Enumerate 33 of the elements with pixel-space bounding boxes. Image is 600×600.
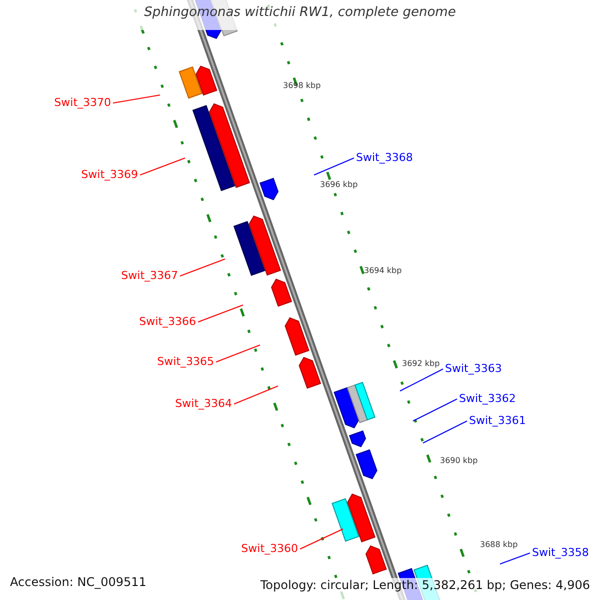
leader-line [300, 528, 344, 550]
gene-label: Swit_3361 [469, 415, 526, 426]
leader-line [422, 420, 468, 444]
scale-label: 3698 kbp [283, 82, 321, 90]
leader-line [412, 398, 458, 422]
genome-summary: Topology: circular; Length: 5,382,261 bp; Genes: 4,906 [260, 579, 590, 591]
scale-label: 3692 kbp [402, 360, 440, 368]
gene-label: Swit_3365 [157, 356, 214, 367]
gene-label: Swit_3364 [175, 398, 232, 409]
leader-line [140, 158, 186, 176]
leader-line [180, 258, 226, 276]
scale-label: 3690 kbp [440, 457, 478, 465]
gene-label: Swit_3368 [356, 152, 413, 163]
leader-line [500, 552, 530, 564]
scale-label: 3696 kbp [320, 181, 358, 189]
gene-label: Swit_3367 [121, 270, 178, 281]
leader-line [112, 94, 160, 104]
gene-label: Swit_3369 [81, 169, 138, 180]
accession-text: Accession: NC_009511 [10, 576, 146, 588]
leader-line [314, 158, 354, 176]
gene-label: Swit_3362 [459, 393, 516, 404]
gene-label: Swit_3370 [54, 97, 111, 108]
leader-line [216, 344, 260, 362]
gene-label: Swit_3366 [139, 316, 196, 327]
scale-label: 3694 kbp [364, 267, 402, 275]
gene-label: Swit_3360 [241, 543, 298, 554]
title: Sphingomonas wittichii RW1, complete genome [143, 6, 457, 19]
gene-label: Swit_3358 [532, 547, 589, 558]
leader-line [234, 386, 278, 404]
leader-line [198, 304, 244, 322]
leader-line [400, 368, 444, 392]
gene-label: Swit_3363 [445, 363, 502, 374]
scale-label: 3688 kbp [480, 541, 518, 549]
